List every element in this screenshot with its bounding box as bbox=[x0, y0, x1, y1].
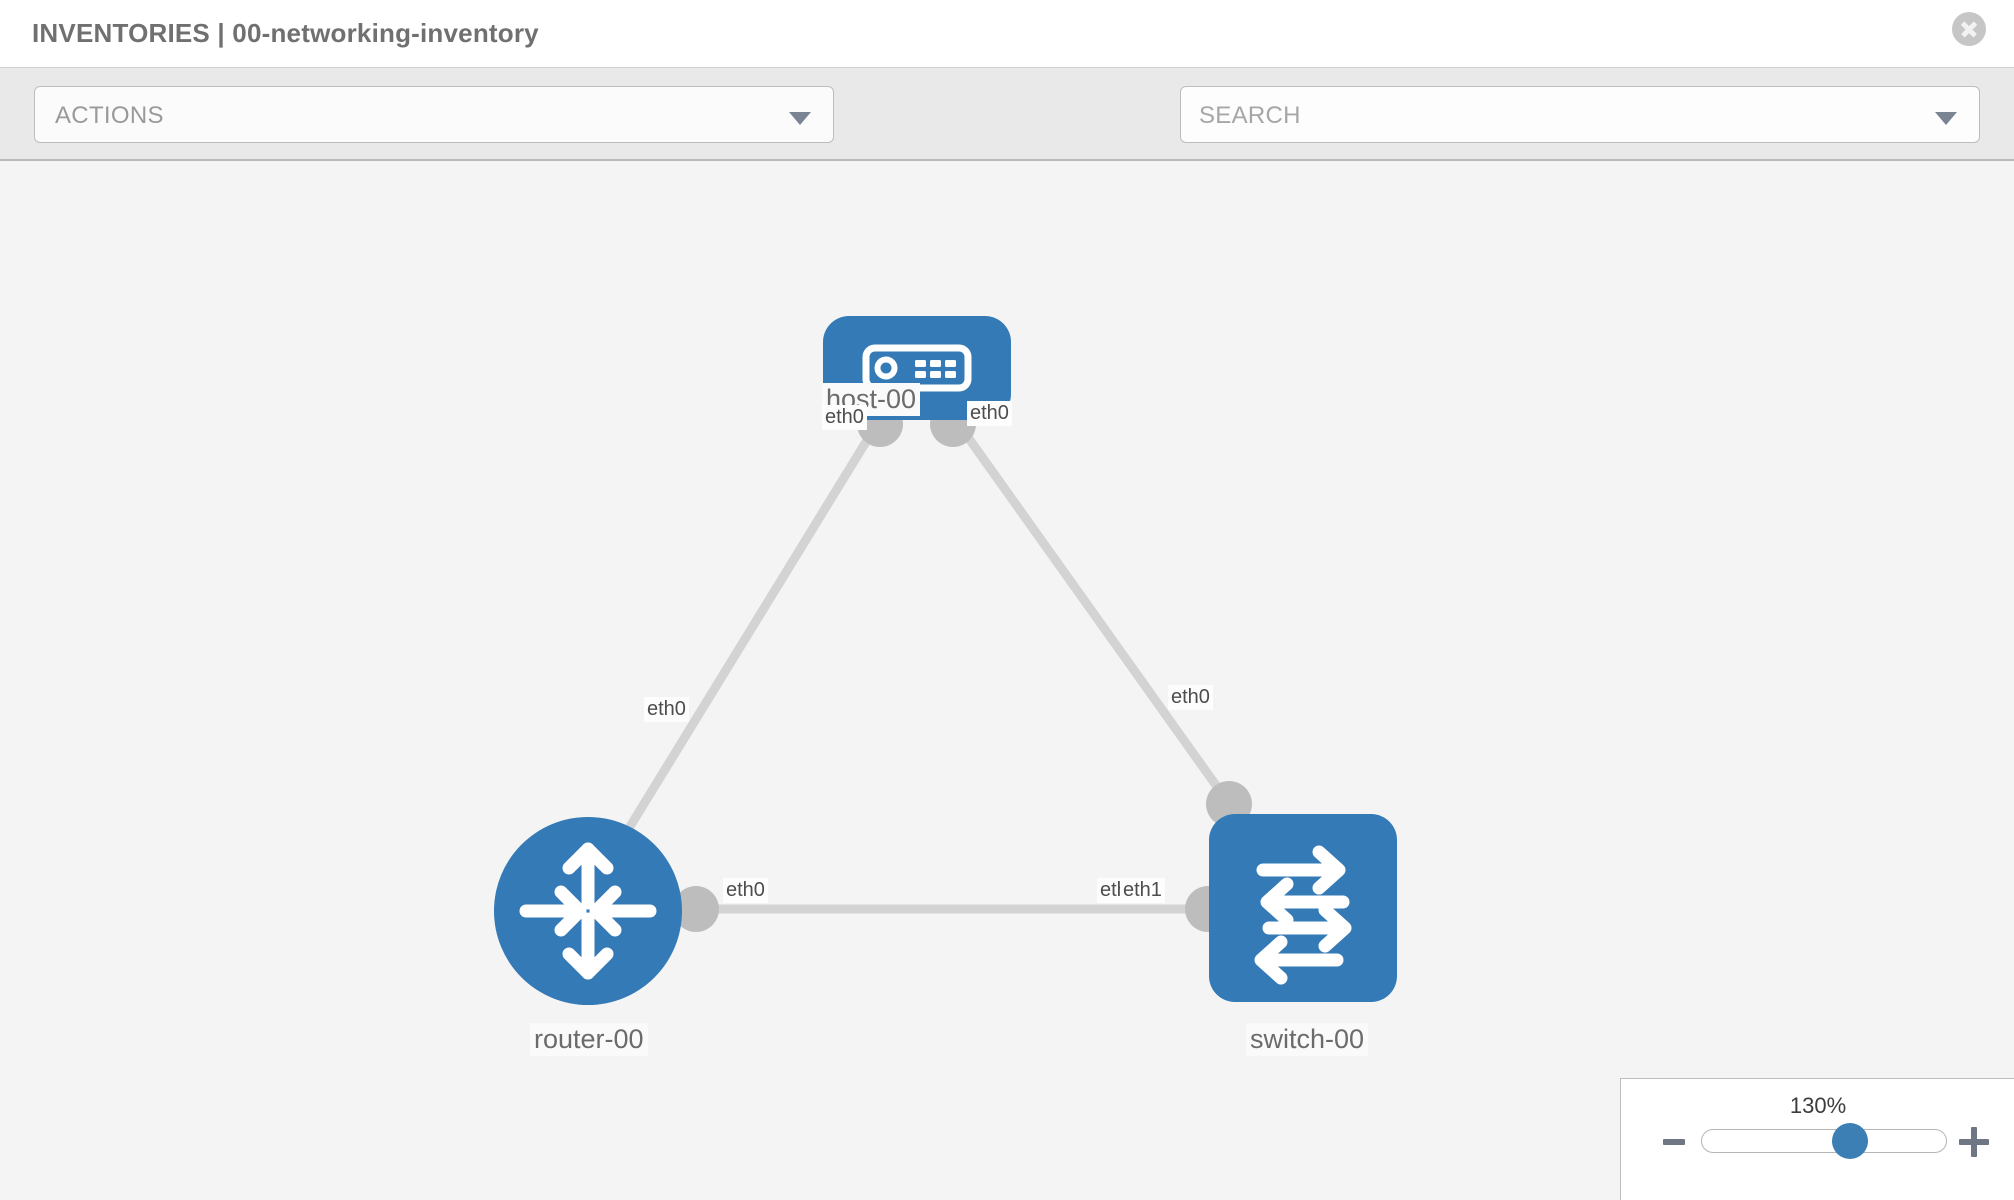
topology-node-switch-00[interactable] bbox=[1209, 814, 1397, 1002]
node-label-switch-00: switch-00 bbox=[1246, 1023, 1369, 1056]
iface-label: eth0 bbox=[822, 405, 867, 430]
iface-label: eth0 bbox=[967, 401, 1012, 426]
topology-node-router-00[interactable] bbox=[494, 817, 682, 1005]
zoom-level-value: 130% bbox=[1789, 1093, 1847, 1118]
link-host-router bbox=[610, 414, 885, 856]
search-input-placeholder: SEARCH bbox=[1199, 102, 1301, 129]
plus-icon[interactable] bbox=[1959, 1127, 1989, 1157]
page-header: INVENTORIES | 00-networking-inventory bbox=[0, 0, 2014, 68]
link-host-switch bbox=[950, 414, 1250, 831]
chevron-down-icon[interactable] bbox=[1935, 112, 1957, 125]
iface-label: eth0 bbox=[723, 878, 768, 903]
zoom-slider[interactable] bbox=[1701, 1123, 1947, 1159]
search-input[interactable]: SEARCH bbox=[1180, 86, 1980, 143]
zoom-control-panel: 130% bbox=[1620, 1078, 2014, 1200]
iface-label: eth0 bbox=[644, 697, 689, 722]
node-label-router-00: router-00 bbox=[530, 1023, 648, 1056]
close-icon[interactable] bbox=[1952, 12, 1986, 46]
topology-links bbox=[610, 414, 1250, 914]
router-icon bbox=[519, 842, 657, 980]
chevron-down-icon bbox=[789, 112, 811, 125]
toolbar: ACTIONS SEARCH bbox=[0, 68, 2014, 201]
zoom-slider-thumb[interactable] bbox=[1832, 1123, 1868, 1159]
page-title: INVENTORIES | 00-networking-inventory bbox=[32, 18, 539, 48]
switch-icon bbox=[1254, 845, 1352, 985]
minus-icon[interactable] bbox=[1663, 1139, 1685, 1145]
iface-label: eth1 bbox=[1120, 878, 1165, 903]
topology-canvas[interactable]: host-00 router-00 switch-00 eth0 eth0 et… bbox=[0, 161, 2014, 1200]
iface-label: eth0 bbox=[1168, 685, 1213, 710]
actions-dropdown[interactable]: ACTIONS bbox=[34, 86, 834, 143]
actions-dropdown-label: ACTIONS bbox=[55, 102, 164, 129]
